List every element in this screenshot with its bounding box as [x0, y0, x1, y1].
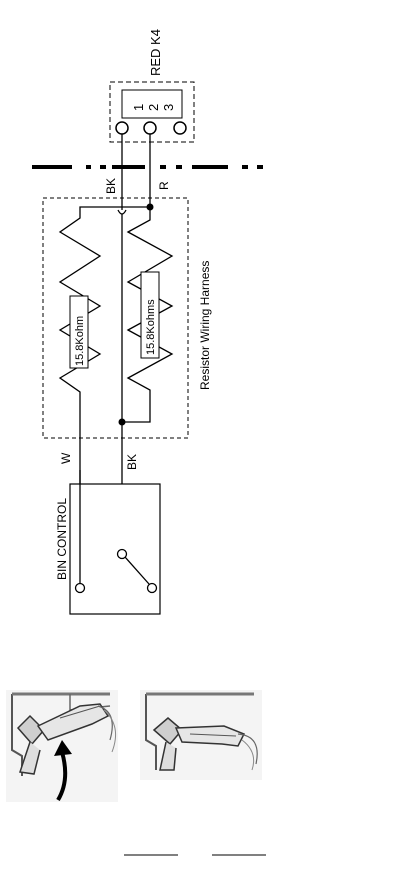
bin-control-terminal-bk — [116, 548, 128, 560]
junction-bottom — [118, 418, 126, 426]
connector-name: RED K4 — [148, 29, 163, 76]
photo-right — [140, 690, 262, 780]
bin-control-terminal-w — [74, 582, 86, 594]
wire-crossover — [117, 209, 127, 215]
resistor-left-value: 15.8Kohm — [74, 316, 86, 366]
connector-outline — [109, 81, 195, 143]
pin-2-label: 2 — [146, 104, 161, 111]
pin-3-label: 3 — [161, 104, 176, 111]
resistor-right-value: 15.8Kohms — [145, 299, 157, 355]
junction-top — [146, 203, 154, 211]
wire-label-top-bk: BK — [104, 178, 118, 194]
bin-control: BIN CONTROL — [55, 470, 161, 615]
left-resistor-branch — [58, 206, 150, 580]
harness-title: Resistor Wiring Harness — [198, 261, 212, 390]
pin-3-terminal — [173, 121, 187, 135]
photo-left — [6, 690, 118, 802]
wire-label-top-r: R — [157, 181, 171, 190]
switch-contact-arm — [124, 556, 150, 585]
wire-label-bottom-bk: BK — [125, 454, 139, 470]
pin-1-label: 1 — [131, 104, 146, 111]
bin-control-outline — [69, 483, 161, 615]
pin-label-box — [121, 89, 183, 119]
wire-label-bottom-w: W — [59, 452, 73, 464]
bin-control-label: BIN CONTROL — [55, 498, 69, 580]
harness-outline — [42, 197, 189, 439]
resistor-right: 15.8Kohms — [140, 271, 160, 359]
pin-2-terminal — [143, 121, 157, 135]
resistor-left: 15.8Kohm — [69, 295, 89, 369]
connector-red-k4: 1 2 3 RED K4 — [109, 29, 195, 143]
bin-control-terminal-nc — [146, 582, 158, 594]
pin-1-terminal — [115, 121, 129, 135]
